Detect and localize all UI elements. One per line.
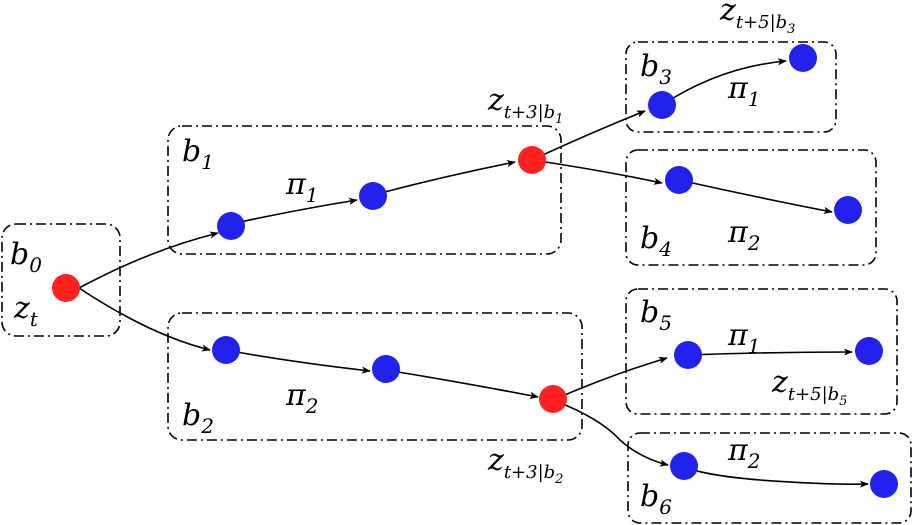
node-b6-1 [670, 452, 698, 480]
node-z-t3-b1 [518, 146, 546, 174]
edge-b1-n2-n3 [372, 160, 516, 196]
node-b2-1 [212, 336, 240, 364]
policy-label-b3: π1 [727, 71, 760, 111]
node-b4-1 [665, 166, 693, 194]
policy-label-b1: π1 [285, 167, 318, 207]
edge-b6-n1-n2 [683, 465, 869, 488]
box-b0 [1, 223, 121, 337]
edge-b1-to-b3 [531, 110, 646, 161]
label-b0: b0 [10, 237, 42, 277]
box-b6 [627, 432, 912, 524]
label-b2: b2 [182, 398, 214, 438]
node-b1-2 [359, 182, 387, 210]
label-b3: b3 [640, 49, 672, 89]
edge-b3-n1-n2 [661, 58, 787, 106]
node-b3-1 [648, 91, 676, 119]
state-label-zt: zt [13, 291, 39, 331]
edge-b1-to-b4 [531, 159, 663, 185]
node-b1-1 [217, 212, 245, 240]
edge-b2-to-b6 [552, 399, 669, 467]
box-b4 [625, 149, 877, 266]
box-b1 [167, 125, 562, 255]
policy-label-b4: π2 [727, 215, 760, 255]
edge-zt-to-b2 [78, 287, 211, 352]
label-b1: b1 [182, 134, 214, 174]
edge-b2-n2-n3 [385, 369, 539, 400]
box-b5 [625, 288, 898, 415]
node-z-t5-b5 [855, 337, 883, 365]
node-b5-1 [674, 341, 702, 369]
edge-b5-n1-n2 [687, 348, 853, 356]
policy-label-b5: π1 [727, 318, 760, 358]
box-b3 [625, 41, 837, 133]
node-zt [52, 274, 80, 302]
node-z-t3-b2 [539, 385, 567, 413]
edge-b2-to-b5 [552, 356, 668, 401]
policy-label-b2: π2 [285, 378, 318, 418]
node-b6-2 [870, 470, 898, 498]
state-label-z-t3-b2: zt+3|b2 [487, 443, 563, 487]
node-z-t5-b3 [789, 44, 817, 72]
label-b6: b6 [640, 479, 672, 519]
state-label-z-t5-b5: zt+5|b5 [771, 365, 847, 409]
edge-b2-n1-n2 [225, 349, 371, 374]
edge-b4-n1-n2 [678, 179, 833, 214]
node-b2-2 [372, 355, 400, 383]
label-b5: b5 [640, 295, 672, 335]
edge-zt-to-b1 [78, 231, 219, 289]
state-label-z-t3-b1: zt+3|b1 [487, 83, 563, 127]
edge-b1-n1-n2 [230, 197, 358, 225]
label-b4: b4 [640, 221, 672, 261]
policy-label-b6: π2 [727, 433, 760, 473]
state-label-z-t5-b3: zt+5|b3 [719, 0, 795, 37]
node-b4-2 [834, 196, 862, 224]
box-b2 [167, 312, 583, 441]
